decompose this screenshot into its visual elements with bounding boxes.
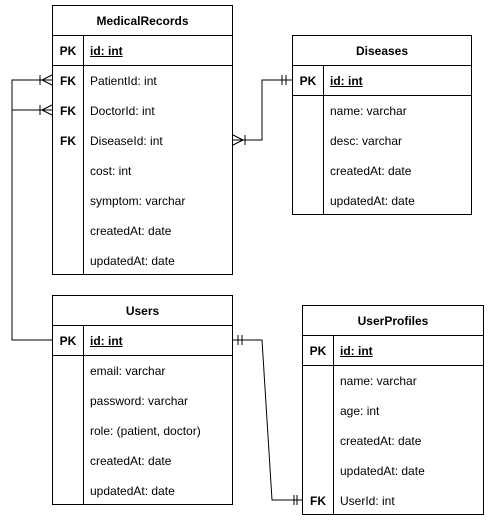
field-name: cost: int — [90, 164, 132, 178]
table-row[interactable]: updatedAt: date — [53, 476, 232, 506]
pk-field: id: int — [90, 334, 123, 348]
pk-label: PK — [309, 344, 327, 358]
table-row[interactable]: cost: int — [53, 156, 232, 186]
field-name: symptom: varchar — [90, 194, 186, 208]
column-divider — [83, 36, 84, 274]
table-row[interactable]: updatedAt: date — [53, 246, 232, 276]
table-row[interactable]: FK PatientId: int — [53, 66, 232, 96]
field-name: name: varchar — [340, 374, 417, 388]
fk-label: FK — [310, 494, 326, 508]
field-name: updatedAt: date — [330, 194, 415, 208]
field-name: createdAt: date — [90, 224, 172, 238]
table-title: UserProfiles — [303, 306, 483, 336]
table-row[interactable]: createdAt: date — [303, 426, 483, 456]
table-title: Users — [53, 296, 232, 326]
pk-label: PK — [299, 74, 317, 88]
crows-foot-diseaseid — [232, 134, 246, 146]
table-row[interactable]: updatedAt: date — [303, 456, 483, 486]
field-name: updatedAt: date — [90, 254, 175, 268]
table-row[interactable]: desc: varchar — [293, 126, 471, 156]
pk-row[interactable]: PK id: int — [53, 326, 232, 356]
table-row[interactable]: createdAt: date — [293, 156, 471, 186]
field-name: UserId: int — [340, 494, 395, 508]
table-users[interactable]: Users PK id: int email: varchar password… — [52, 295, 233, 505]
field-name: role: (patient, doctor) — [90, 424, 201, 438]
connector-diseases-diseaseid — [233, 79, 292, 141]
pk-field: id: int — [330, 74, 363, 88]
pk-row[interactable]: PK id: int — [293, 66, 471, 96]
column-divider — [323, 66, 324, 214]
table-row[interactable]: name: varchar — [303, 366, 483, 396]
table-row[interactable]: createdAt: date — [53, 446, 232, 476]
fk-label: FK — [60, 134, 76, 148]
fk-label: FK — [60, 74, 76, 88]
table-title: MedicalRecords — [53, 6, 232, 36]
connector-users-userid — [233, 339, 302, 501]
field-name: DiseaseId: int — [90, 134, 163, 148]
pk-label: PK — [59, 334, 77, 348]
table-row[interactable]: role: (patient, doctor) — [53, 416, 232, 446]
table-user-profiles[interactable]: UserProfiles PK id: int name: varchar ag… — [302, 305, 484, 515]
field-name: createdAt: date — [330, 164, 412, 178]
pk-field: id: int — [340, 344, 373, 358]
table-row[interactable]: updatedAt: date — [293, 186, 471, 216]
column-divider — [333, 336, 334, 514]
pk-label: PK — [59, 44, 77, 58]
table-row[interactable]: name: varchar — [293, 96, 471, 126]
pk-field: id: int — [90, 44, 123, 58]
crows-foot-doctorid — [39, 104, 53, 116]
field-name: email: varchar — [90, 364, 166, 378]
table-row[interactable]: FK DoctorId: int — [53, 96, 232, 126]
field-name: createdAt: date — [90, 454, 172, 468]
mandatory-one-users — [237, 335, 243, 345]
connector-users-patientid — [11, 79, 52, 341]
field-name: PatientId: int — [90, 74, 157, 88]
field-name: name: varchar — [330, 104, 407, 118]
table-row[interactable]: age: int — [303, 396, 483, 426]
field-name: createdAt: date — [340, 434, 422, 448]
table-title: Diseases — [293, 36, 471, 66]
table-row[interactable]: email: varchar — [53, 356, 232, 386]
field-name: age: int — [340, 404, 380, 418]
table-row[interactable]: symptom: varchar — [53, 186, 232, 216]
table-row[interactable]: password: varchar — [53, 386, 232, 416]
table-row[interactable]: FK UserId: int — [303, 486, 483, 516]
field-name: password: varchar — [90, 394, 189, 408]
fk-label: FK — [60, 104, 76, 118]
table-medical-records[interactable]: MedicalRecords PK id: int FK PatientId: i… — [52, 5, 233, 275]
column-divider — [83, 326, 84, 504]
mandatory-one-diseases — [281, 75, 287, 85]
crows-foot-patientid — [39, 74, 53, 86]
pk-row[interactable]: PK id: int — [303, 336, 483, 366]
table-row[interactable]: FK DiseaseId: int — [53, 126, 232, 156]
mandatory-one-userid — [293, 495, 298, 505]
table-row[interactable]: createdAt: date — [53, 216, 232, 246]
field-name: DoctorId: int — [90, 104, 155, 118]
field-name: updatedAt: date — [340, 464, 425, 478]
pk-row[interactable]: PK id: int — [53, 36, 232, 66]
field-name: updatedAt: date — [90, 484, 175, 498]
field-name: desc: varchar — [330, 134, 403, 148]
table-diseases[interactable]: Diseases PK id: int name: varchar desc: … — [292, 35, 472, 215]
